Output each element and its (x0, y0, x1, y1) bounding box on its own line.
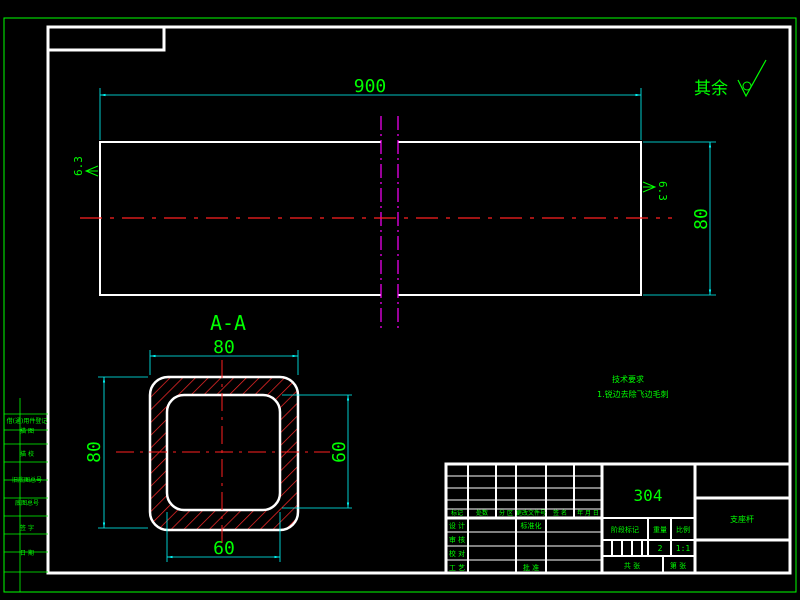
section-view: A-A 80 80 60 60 (84, 311, 352, 562)
roughness-right-icon (642, 181, 657, 193)
tech-req-item-1: 1.锐边去除飞边毛刺 (597, 389, 669, 399)
row-label-review: 审 核 (449, 535, 465, 544)
side-table-row-5: 底图总号 (15, 499, 39, 507)
title-block: 304 支座杆 标记 处数 分 区 更改文件号 签 名 年 月 日 设 计 审 … (444, 462, 792, 575)
sheet-border (3, 17, 797, 593)
scale-value: 1:1 (676, 544, 691, 553)
header-label-6: 年 月 日 (577, 509, 599, 517)
header-label-1: 标记 (451, 509, 463, 517)
weight-label: 重量 (653, 526, 667, 534)
corner-code-box (48, 27, 166, 52)
general-roughness: 其余 (694, 59, 767, 99)
stage-label: 阶段标记 (611, 525, 639, 534)
roughness-left-value: 6.3 (72, 156, 85, 176)
drawing-frame (46, 25, 792, 575)
side-table-row-3: 描 校 (20, 450, 34, 458)
header-label-5: 签 名 (553, 509, 567, 517)
side-table-row-2: 描 图 (20, 427, 34, 435)
general-roughness-label: 其余 (694, 79, 728, 99)
tech-req-title: 技术要求 (612, 374, 644, 384)
weight-value: 2 (658, 544, 663, 553)
approval-label: 批 准 (523, 563, 539, 572)
row-label-process: 工 艺 (449, 564, 465, 572)
row-label-check: 校 对 (449, 549, 465, 558)
roughness-check-circle (742, 81, 752, 91)
header-label-2: 处数 (476, 509, 488, 517)
section-title: A-A (210, 311, 246, 335)
roughness-left: 6.3 (72, 156, 99, 177)
section-hatch (150, 377, 298, 530)
side-table: 借(通)用件登记 描 图 描 校 旧底图总号 底图总号 签 字 日 期 (4, 398, 48, 592)
roughness-right-value: 6.3 (656, 181, 669, 201)
height-dimension-text: 80 (691, 208, 712, 230)
section-outer-outline (148, 375, 300, 532)
side-table-row-4: 旧底图总号 (12, 476, 42, 484)
sheets-total: 共 张 (624, 561, 640, 570)
part-name-text: 支座杆 (730, 514, 754, 524)
side-table-row-1: 借(通)用件登记 (7, 417, 48, 425)
sec-dim-bottom-text: 60 (213, 538, 235, 559)
side-table-row-7: 日 期 (20, 549, 34, 557)
header-label-3: 分 区 (499, 509, 513, 517)
row-label-design: 设 计 (449, 521, 465, 530)
roughness-right: 6.3 (642, 181, 669, 201)
technical-requirements: 技术要求 1.锐边去除飞边毛刺 (597, 374, 669, 399)
standardization-label: 标准化 (521, 521, 542, 530)
sec-dim-left-text: 80 (84, 441, 105, 463)
length-dimension-text: 900 (354, 76, 387, 97)
scale-label: 比例 (676, 525, 690, 534)
sec-dim-right-text: 60 (329, 441, 350, 463)
top-view: 900 80 6.3 6.3 (72, 76, 716, 328)
material-text: 304 (634, 486, 663, 505)
roughness-left-icon (84, 165, 99, 177)
side-table-row-6: 签 字 (20, 524, 34, 532)
sheet-number: 第 张 (670, 561, 686, 570)
sec-dim-top-text: 80 (213, 337, 235, 358)
roughness-check-icon (737, 59, 767, 98)
header-label-4: 更改文件号 (516, 509, 546, 517)
